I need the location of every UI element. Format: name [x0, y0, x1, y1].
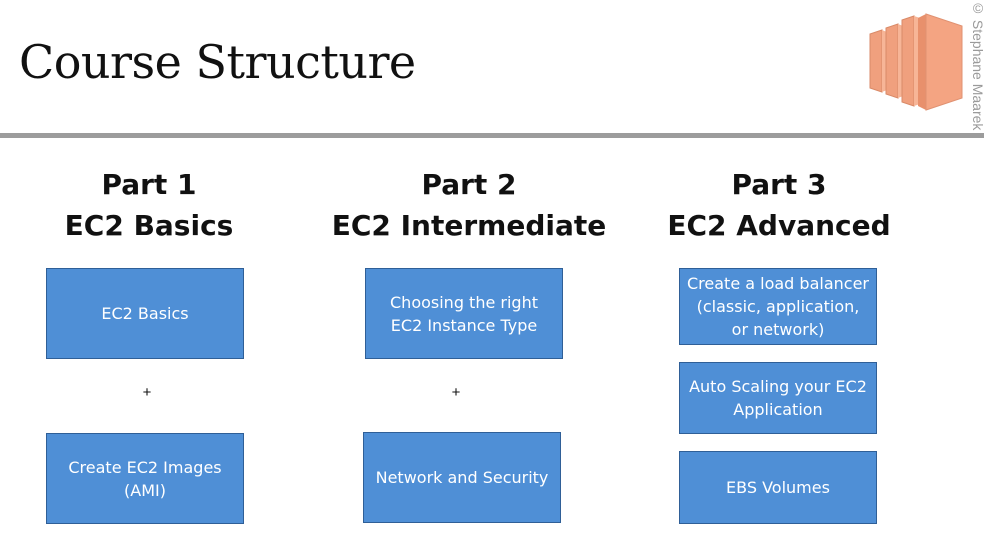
- part-3-subtitle: EC2 Advanced: [667, 209, 891, 242]
- part-3-heading: Part 3 EC2 Advanced: [619, 164, 939, 246]
- part-2-box-network-security: Network and Security: [363, 432, 561, 523]
- part-2-subtitle: EC2 Intermediate: [331, 209, 607, 242]
- part-1-plus: +: [142, 384, 152, 401]
- part-2-box-instance-type: Choosing the right EC2 Instance Type: [365, 268, 563, 359]
- part-3-box-load-balancer: Create a load balancer (classic, applica…: [679, 268, 877, 345]
- part-3-box-ebs-volumes: EBS Volumes: [679, 451, 877, 524]
- part-3-label: Part 3: [731, 168, 827, 201]
- copyright-text: © Stephane Maarek: [970, 0, 984, 131]
- title-divider: [0, 133, 984, 138]
- part-1-box-create-images: Create EC2 Images (AMI): [46, 433, 244, 524]
- part-2-label: Part 2: [421, 168, 517, 201]
- part-1-subtitle: EC2 Basics: [64, 209, 234, 242]
- slide-title: Course Structure: [19, 35, 416, 89]
- part-3-box-auto-scaling: Auto Scaling your EC2 Application: [679, 362, 877, 434]
- part-1-label: Part 1: [101, 168, 197, 201]
- ec2-logo-icon: [869, 13, 963, 111]
- part-1-box-ec2-basics: EC2 Basics: [46, 268, 244, 359]
- part-2-heading: Part 2 EC2 Intermediate: [309, 164, 629, 246]
- part-1-heading: Part 1 EC2 Basics: [0, 164, 309, 246]
- part-2-plus: +: [451, 384, 461, 401]
